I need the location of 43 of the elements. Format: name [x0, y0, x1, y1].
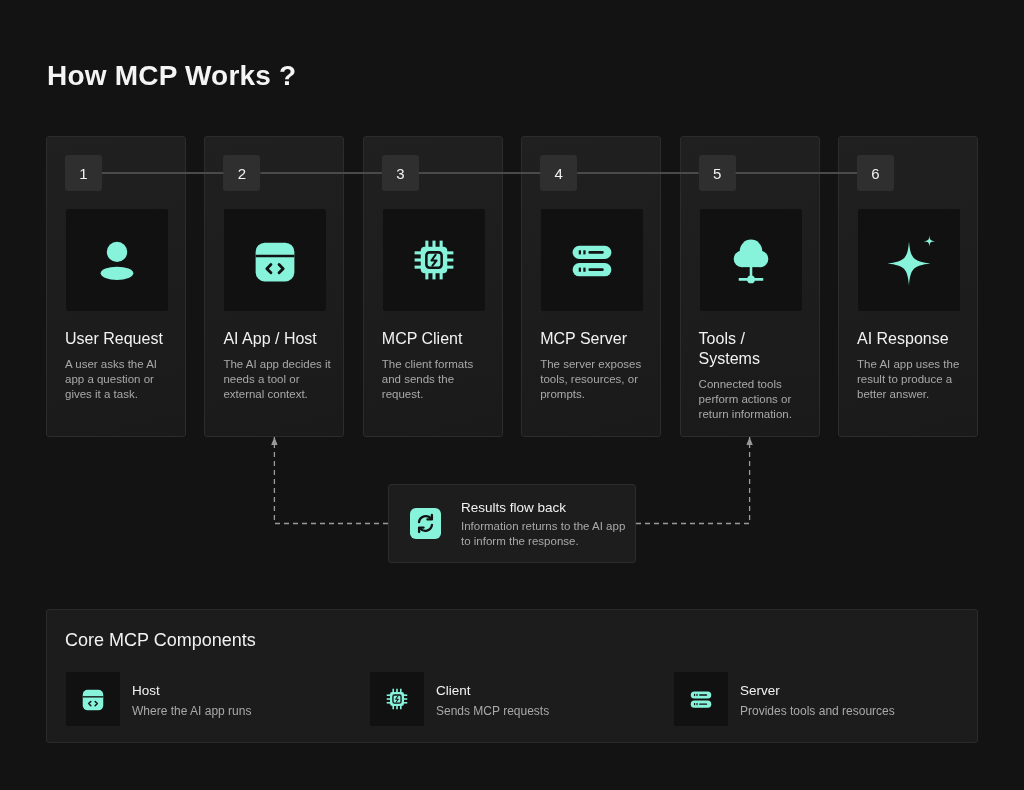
info-description: Information returns to the AI app to inform the response. — [461, 519, 627, 549]
component-description: Where the AI app runs — [132, 704, 252, 718]
component-description: Sends MCP requests — [436, 704, 550, 718]
step-number: 2 — [223, 155, 261, 191]
component-description: Provides tools and resources — [740, 704, 895, 718]
info-title: Results flow back — [461, 499, 568, 516]
step-description: The server exposes tools, resources, or prompts. — [540, 357, 643, 402]
page-title: How MCP Works ? — [47, 60, 297, 92]
step-number: 5 — [698, 155, 736, 191]
step-card — [46, 136, 186, 437]
step-title: AI Response — [857, 329, 950, 349]
components-panel — [46, 609, 978, 743]
step-number: 6 — [857, 155, 894, 191]
step-card — [204, 136, 345, 437]
component-name: Host — [132, 683, 160, 698]
step-description: Connected tools perform actions or return information. — [698, 377, 793, 422]
step-number: 1 — [65, 155, 102, 191]
arrow — [271, 436, 389, 525]
step-description: The client formats and sends the request. — [381, 357, 475, 402]
step-card — [521, 136, 662, 437]
step-card — [838, 136, 978, 437]
step-card — [679, 136, 820, 437]
step-title: MCP Client — [381, 329, 464, 349]
connector-line — [259, 172, 383, 174]
component-name: Client — [436, 683, 471, 698]
step-number: 3 — [381, 155, 419, 191]
step-title: Tools / Systems — [698, 329, 761, 369]
step-title: AI App / Host — [223, 329, 318, 349]
connector-line — [101, 172, 225, 174]
step-number: 4 — [540, 155, 578, 191]
step-title: User Request — [65, 329, 164, 349]
step-card — [362, 136, 503, 437]
connector-line — [576, 172, 700, 174]
step-description: The AI app uses the result to produce a better answer. — [857, 357, 961, 402]
step-title: MCP Server — [540, 329, 629, 349]
panel-heading: Core MCP Components — [65, 630, 256, 651]
connector-line — [734, 172, 858, 174]
connector-line — [417, 172, 542, 174]
info-card — [388, 484, 636, 563]
step-description: The AI app decides it needs a tool or external context. — [223, 357, 332, 402]
arrow — [635, 436, 753, 525]
step-description: A user asks the AI app a question or gives it a task. — [65, 357, 159, 402]
component-name: Server — [740, 683, 780, 698]
